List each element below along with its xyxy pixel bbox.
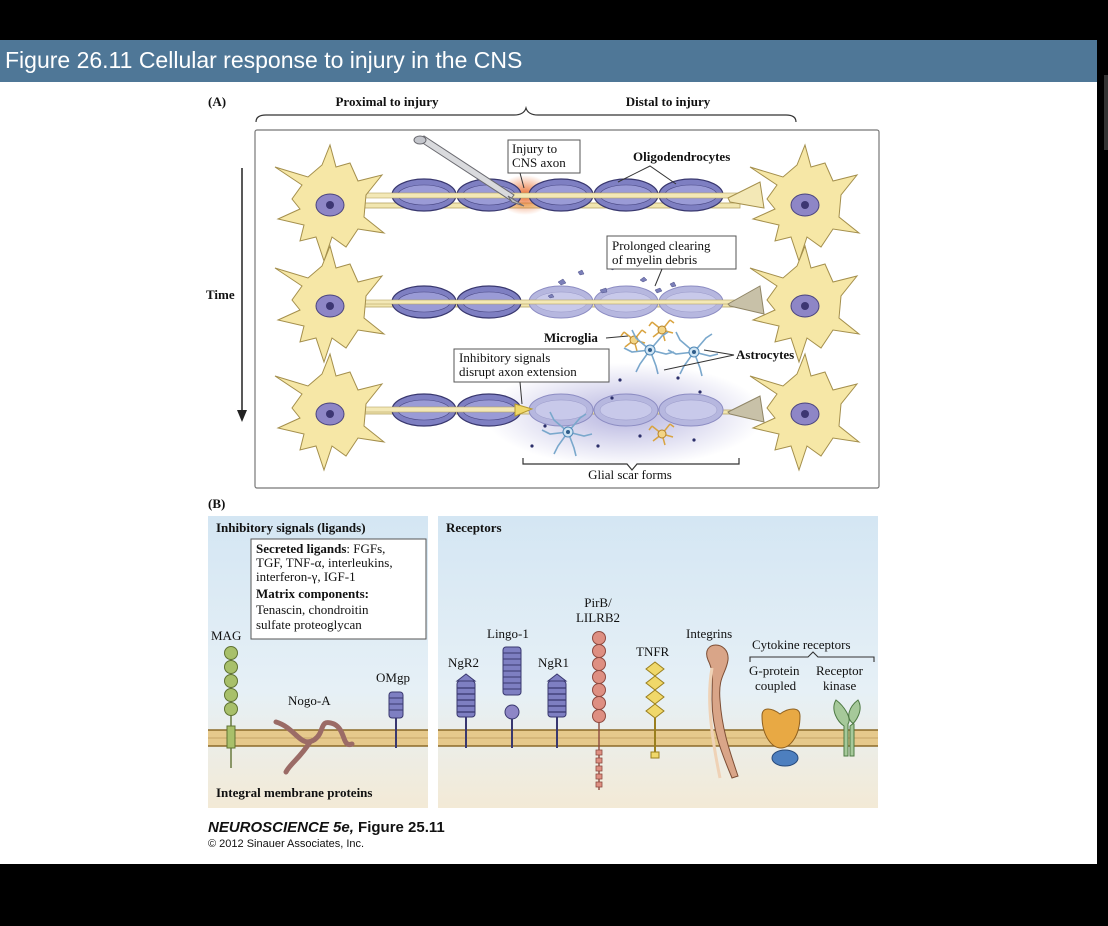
ngr2-receptor [456, 673, 476, 748]
time-label: Time [206, 287, 235, 302]
proximal-label: Proximal to injury [335, 94, 439, 109]
row-intact [274, 135, 860, 262]
gprotein-label-2: coupled [755, 678, 797, 693]
ngr1-receptor [547, 673, 567, 748]
gprotein-label: G-protein [749, 663, 800, 678]
distal-label: Distal to injury [626, 94, 711, 109]
microglia-label: Microglia [544, 330, 598, 345]
kinase-label-2: kinase [823, 678, 856, 693]
pirb-label: PirB/ [584, 595, 612, 610]
figure-diagram: (A) Proximal to injury Distal to injury … [206, 94, 880, 808]
proximal-bracket [255, 105, 797, 123]
svg-text:Matrix components:: Matrix components: [256, 586, 369, 601]
scalpel-icon [413, 135, 525, 207]
receptors-title: Receptors [446, 520, 502, 535]
gprotein-receptor [761, 708, 801, 767]
ligands-box: Secreted ligands: FGFs, TGF, TNF-α, inte… [250, 538, 427, 640]
title-bar: Figure 26.11 Cellular response to injury… [0, 40, 1097, 82]
inhibitory-callout: Inhibitory signals disrupt axon extensio… [453, 348, 610, 405]
microglia-pointer [605, 335, 629, 339]
ligands-title: Inhibitory signals (ligands) [216, 520, 366, 535]
lingo-receptor [502, 646, 522, 748]
figure-title: Figure 26.11 Cellular response to injury… [5, 47, 523, 73]
scar-bracket [522, 458, 740, 471]
mag-protein [224, 646, 238, 768]
integrins-label: Integrins [686, 626, 732, 641]
astrocytes-label: Astrocytes [736, 347, 794, 362]
tnfr-label: TNFR [636, 644, 670, 659]
svg-text:interferon-γ, IGF-1: interferon-γ, IGF-1 [256, 569, 356, 584]
row-clearing [274, 245, 860, 363]
window-edge [1104, 75, 1108, 150]
omgp-protein [388, 691, 404, 748]
pirb-label-2: LILRB2 [576, 610, 620, 625]
row-scar [274, 353, 860, 471]
slide: Figure 26.11 Cellular response to injury… [0, 40, 1097, 864]
cytokine-bracket [749, 651, 875, 662]
svg-text:TGF, TNF-α, interleukins,: TGF, TNF-α, interleukins, [256, 555, 393, 570]
oligodendrocytes-label: Oligodendrocytes [633, 149, 730, 164]
svg-text:Tenascin, chondroitin: Tenascin, chondroitin [256, 602, 369, 617]
svg-text:CNS axon: CNS axon [512, 155, 566, 170]
panel-b-label: (B) [208, 496, 225, 511]
scar-label: Glial scar forms [588, 467, 672, 482]
ngr1-label: NgR1 [538, 655, 569, 670]
figure-credit: NEUROSCIENCE 5e, Figure 25.11 © 2012 Sin… [208, 819, 445, 850]
svg-text:Inhibitory signals: Inhibitory signals [459, 350, 550, 365]
svg-text:disrupt axon extension: disrupt axon extension [459, 364, 577, 379]
svg-text:Prolonged clearing: Prolonged clearing [612, 238, 711, 253]
kinase-receptor [833, 699, 861, 757]
time-arrow-head [237, 410, 247, 422]
nogo-label: Nogo-A [288, 693, 331, 708]
nogo-protein [273, 719, 355, 775]
kinase-label: Receptor [816, 663, 864, 678]
astrocytes-pointer [663, 349, 735, 371]
omgp-label: OMgp [376, 670, 410, 685]
tnfr-receptor [645, 661, 665, 759]
integrin-receptor [706, 644, 739, 779]
svg-text:Secreted ligands: FGFs,: Secreted ligands: FGFs, [256, 541, 385, 556]
oligodendrocytes-pointer [617, 165, 677, 185]
mag-label: MAG [211, 628, 241, 643]
copyright-text: © 2012 Sinauer Associates, Inc. [208, 838, 365, 850]
ngr2-label: NgR2 [448, 655, 479, 670]
svg-text:of myelin debris: of myelin debris [612, 252, 697, 267]
panel-a-label: (A) [208, 94, 226, 109]
integral-label: Integral membrane proteins [216, 785, 372, 800]
cytokine-label: Cytokine receptors [752, 637, 851, 652]
injury-callout: Injury to CNS axon [507, 139, 581, 189]
svg-text:Injury to: Injury to [512, 141, 557, 156]
book-reference: NEUROSCIENCE 5e, Figure 25.11 [208, 819, 445, 836]
lingo-label: Lingo-1 [487, 626, 529, 641]
svg-text:sulfate proteoglycan: sulfate proteoglycan [256, 617, 362, 632]
pirb-receptor [592, 631, 606, 790]
membrane-right [438, 729, 878, 747]
clearing-callout: Prolonged clearing of myelin debris [606, 235, 737, 287]
